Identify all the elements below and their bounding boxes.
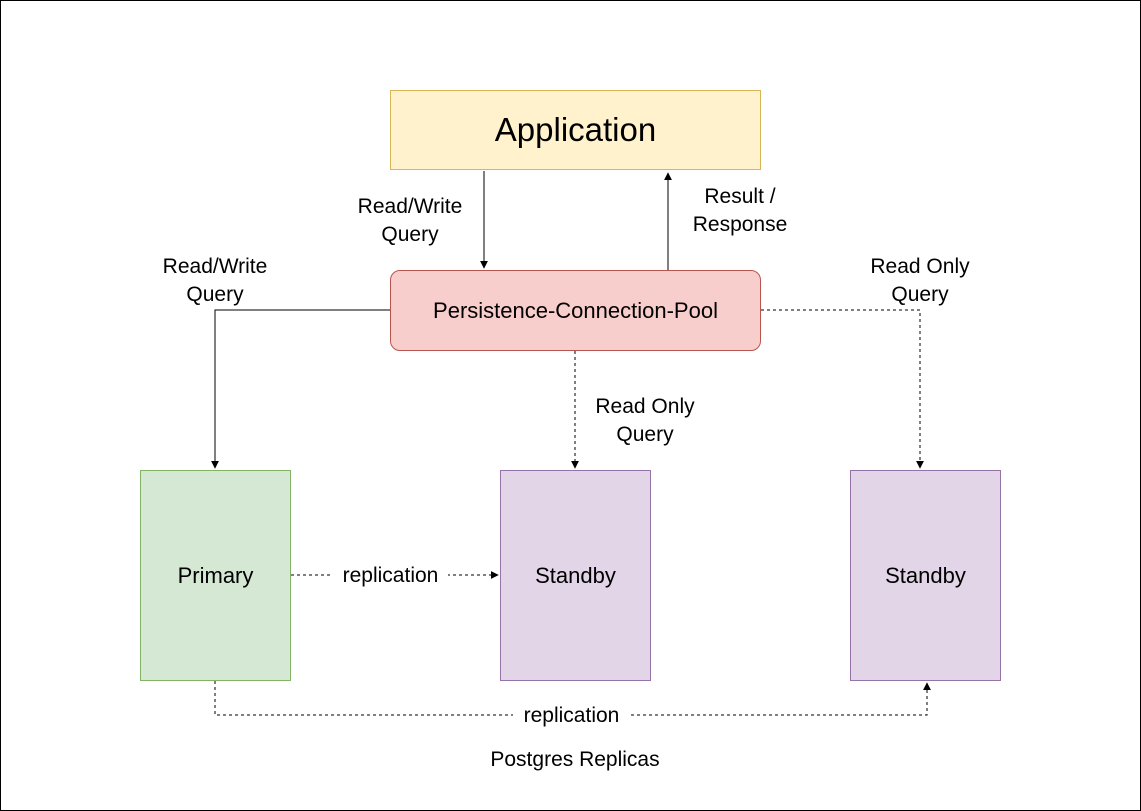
edge-label-app-to-pool: Read/Write Query bbox=[357, 195, 463, 246]
diagram-caption: Postgres Replicas bbox=[490, 748, 660, 771]
edge-label-pool-to-primary: Read/Write Query bbox=[162, 255, 268, 306]
edge-label-pool-to-app: Result / Response bbox=[692, 185, 788, 236]
primary-node: Primary bbox=[140, 470, 291, 681]
edge-pool-to-standby-right bbox=[761, 309, 924, 469]
standby-node-right: Standby bbox=[850, 470, 1001, 681]
standby-node-middle: Standby bbox=[500, 470, 651, 681]
edge-pool-to-primary bbox=[211, 309, 390, 469]
edge-label-pool-to-standby-mid: Read Only Query bbox=[595, 395, 695, 446]
edge-label-primary-to-standby-right: replication bbox=[513, 702, 630, 730]
edge-label-primary-to-standby-mid: replication bbox=[333, 562, 448, 590]
application-node: Application bbox=[390, 90, 761, 170]
connection-pool-node: Persistence-Connection-Pool bbox=[390, 270, 761, 351]
edge-label-pool-to-standby-right: Read Only Query bbox=[870, 255, 970, 306]
